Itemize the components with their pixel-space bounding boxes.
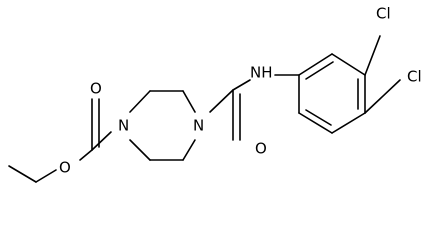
atom-label-cl-right: Cl [407, 68, 422, 86]
structure-diagram: O O N N O NH Cl Cl [8, 5, 422, 183]
bond-ring-n4-c5 [182, 139, 196, 161]
atom-label-o-ester-ether: O [59, 159, 71, 177]
bond-ring-c3-n4 [182, 90, 196, 113]
bond-carbonyl-c-n [91, 131, 112, 151]
molecule-drawing: O O N N O NH Cl Cl [8, 5, 422, 183]
bond-c-cl-right [364, 79, 401, 114]
bond-n-amide-c [209, 89, 234, 113]
bond-benzene-5-6 [298, 112, 333, 134]
atom-label-n-left: N [118, 117, 129, 135]
bond-ether-o-carbonyl-c [79, 149, 93, 161]
atom-label-o-ester-carbonyl: O [90, 80, 102, 98]
bond-benzene-4-5 [331, 112, 366, 134]
bond-ethyl-ch2-o [35, 169, 57, 183]
atom-label-nh: NH [250, 64, 273, 82]
bond-benzene-5-6-inner [305, 109, 332, 126]
bond-ring-c6-n1 [129, 139, 151, 161]
atom-label-o-amide: O [255, 140, 267, 158]
bond-benzene-1-2-inner [305, 61, 334, 80]
atom-label-cl-top: Cl [376, 5, 391, 23]
atom-label-n-right: N [193, 117, 204, 135]
bond-c-cl-top [364, 35, 381, 76]
bond-benzene-2-3 [331, 53, 366, 76]
bond-amide-c-nh [232, 79, 251, 91]
bond-ethyl-ch3-ch2 [8, 165, 37, 183]
bond-ring-n1-c2 [129, 90, 151, 113]
bond-benzene-1-2 [298, 53, 333, 76]
